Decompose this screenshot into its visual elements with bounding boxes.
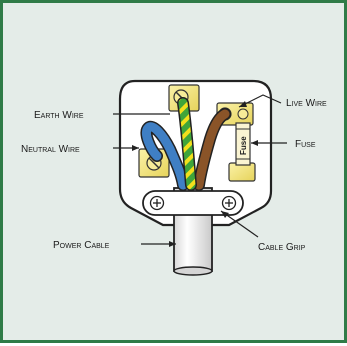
neutral-wire-insulation [141, 122, 188, 190]
power-cable-label: Power Cable [53, 240, 110, 251]
live-wire-label: Live Wire [286, 98, 327, 109]
live-wire-leader [238, 94, 282, 108]
neutral-wire-label: Neutral Wire [21, 144, 80, 155]
leader-lines [113, 94, 287, 245]
cable-grip [142, 190, 244, 216]
plug-wiring-diagram: Fuse Earth Wire Live Wire Neutral Wire [21, 79, 327, 276]
fuse-clip [228, 162, 256, 182]
cable-grip-label: Cable Grip [258, 242, 306, 253]
fuse-cartridge: Fuse [235, 122, 251, 166]
cable-grip-leader [220, 210, 259, 238]
earth-wire-label: Earth Wire [34, 110, 84, 121]
fuse-marking: Fuse [239, 136, 248, 155]
leader-arrowheads [132, 101, 258, 247]
fuse-label: Fuse [295, 139, 316, 150]
live-wire-insulation [194, 109, 230, 190]
earth-wire-insulation [178, 98, 196, 190]
